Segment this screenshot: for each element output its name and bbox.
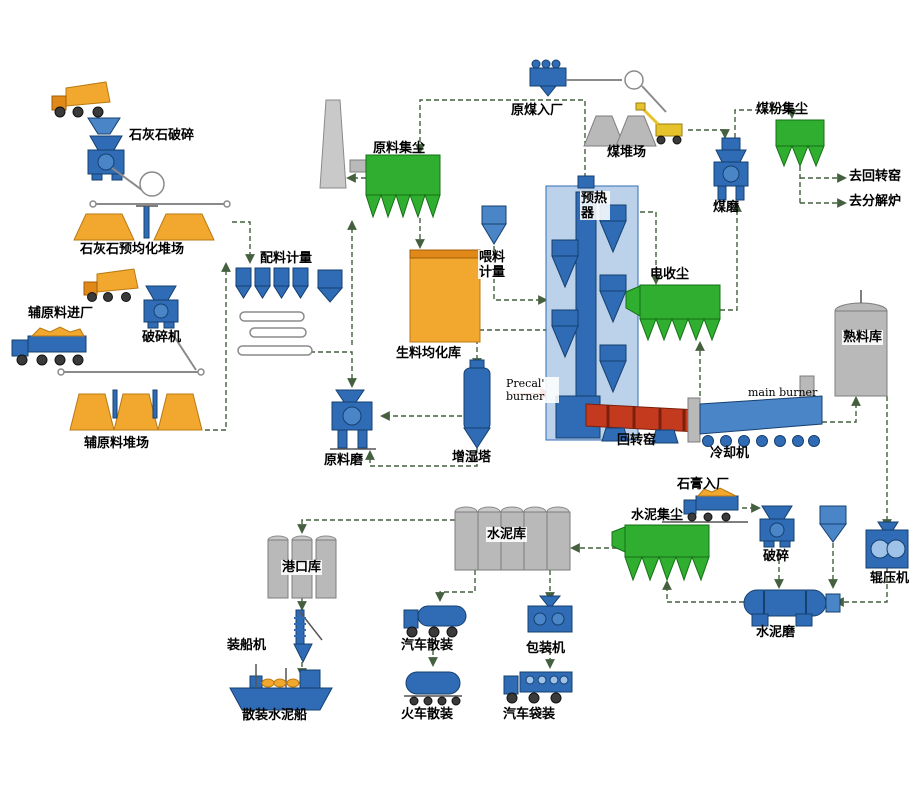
label-preheater: 预热器 — [580, 190, 610, 221]
label-aux-material-inbound: 辅原料进厂 — [28, 305, 94, 320]
feed-metering-hopper-icon — [481, 205, 507, 245]
raw-mill-icon — [330, 389, 376, 450]
label-main-burner: main burner — [748, 386, 818, 399]
label-raw-coal-inbound: 原煤入厂 — [511, 102, 564, 117]
clinker-feed-hopper-icon — [819, 505, 847, 543]
port-silo-icon — [267, 535, 337, 599]
coal-receiving-machine-icon — [529, 59, 567, 97]
label-coal-yard: 煤堆场 — [607, 144, 647, 159]
aux-flatbed-truck-icon — [11, 326, 87, 366]
roller-press-icon — [865, 521, 909, 569]
rail-tank-wagon-icon — [404, 671, 462, 706]
raw-dust-collector-icon — [349, 154, 441, 219]
batching-conveyors-icon — [237, 311, 313, 356]
label-cement-mill: 水泥磨 — [756, 624, 796, 639]
label-coal-dust-collector: 煤粉集尘 — [756, 101, 809, 116]
rotary-kiln-icon — [585, 403, 699, 444]
label-clinker-silo: 熟料库 — [842, 329, 884, 345]
label-cement-dust-collector: 水泥集尘 — [631, 507, 684, 522]
clinker-silo-icon — [834, 290, 888, 397]
exhaust-stack-icon — [319, 99, 347, 189]
cement-mill-icon — [743, 589, 841, 627]
conditioning-tower-icon — [463, 359, 491, 449]
label-precalciner-burner: Precal' burner — [505, 377, 559, 403]
label-cement-silo: 水泥库 — [486, 526, 528, 542]
label-limestone-preblending-yard: 石灰石预均化堆场 — [80, 241, 185, 256]
aux-belt-conveyor-icon — [57, 329, 205, 376]
coal-stockpiles-icon — [583, 115, 657, 147]
mill-feed-hopper-icon — [316, 269, 344, 303]
limestone-belt-conveyor-icon — [89, 167, 231, 208]
label-gypsum-inbound: 石膏入厂 — [677, 476, 730, 491]
label-truck-bulk-loading: 汽车散装 — [401, 637, 454, 652]
label-coal-mill: 煤磨 — [713, 199, 740, 214]
limestone-crusher-icon — [87, 135, 125, 181]
aux-dump-truck-icon — [83, 268, 139, 302]
label-train-bulk-loading: 火车散装 — [401, 706, 454, 721]
label-rotary-kiln: 回转窑 — [617, 432, 657, 447]
aux-crusher-icon — [143, 285, 179, 329]
coal-dust-collector-icon — [775, 119, 825, 168]
label-limestone-crushing: 石灰石破碎 — [129, 127, 195, 142]
cement-dust-collector-icon — [611, 524, 710, 582]
label-raw-meal-silo: 生料均化库 — [396, 345, 462, 360]
label-esp: 电收尘 — [650, 266, 690, 281]
aux-stockpiles-icon — [69, 389, 203, 431]
bulk-cement-ship-icon — [229, 664, 333, 711]
label-batching-metering: 配料计量 — [260, 250, 313, 265]
label-feed-metering: 喂料计量 — [478, 249, 508, 280]
label-to-calciner: 去分解炉 — [849, 193, 902, 208]
label-raw-mill: 原料磨 — [324, 452, 364, 467]
label-ship-loader: 装船机 — [227, 637, 267, 652]
limestone-receiving-hopper-icon — [87, 117, 121, 135]
label-aux-material-yard: 辅原料堆场 — [84, 435, 150, 450]
label-truck-bag-loading: 汽车袋装 — [503, 706, 556, 721]
label-roller-press: 辊压机 — [870, 570, 910, 585]
label-aux-crusher: 破碎机 — [142, 329, 182, 344]
gypsum-truck-icon — [662, 487, 748, 523]
packing-machine-icon — [527, 595, 573, 633]
label-raw-dust-collector: 原料集尘 — [373, 140, 426, 155]
bulk-truck-icon — [403, 605, 467, 638]
label-clinker-cooler: 冷却机 — [710, 445, 750, 460]
coal-loader-icon — [635, 102, 683, 145]
label-bulk-cement-ship: 散装水泥船 — [242, 707, 308, 722]
limestone-dump-truck-icon — [51, 81, 111, 118]
label-to-rotary-kiln: 去回转窑 — [849, 168, 902, 183]
batching-bins-icon — [235, 267, 309, 299]
limestone-stockpiles-icon — [73, 205, 215, 241]
ship-loader-icon — [293, 609, 323, 664]
label-gypsum-crusher: 破碎 — [763, 548, 790, 563]
coal-mill-icon — [713, 137, 749, 201]
gypsum-crusher-icon — [759, 505, 795, 548]
bag-truck-icon — [503, 671, 573, 704]
electrostatic-precipitator-icon — [625, 284, 721, 342]
label-conditioning-tower: 增湿塔 — [452, 449, 492, 464]
label-packing-machine: 包装机 — [526, 640, 566, 655]
label-port-silo: 港口库 — [281, 559, 323, 575]
clinker-cooler-icon — [687, 375, 823, 447]
coal-conveyor-icon — [566, 70, 667, 113]
raw-meal-silo-icon — [409, 249, 481, 343]
